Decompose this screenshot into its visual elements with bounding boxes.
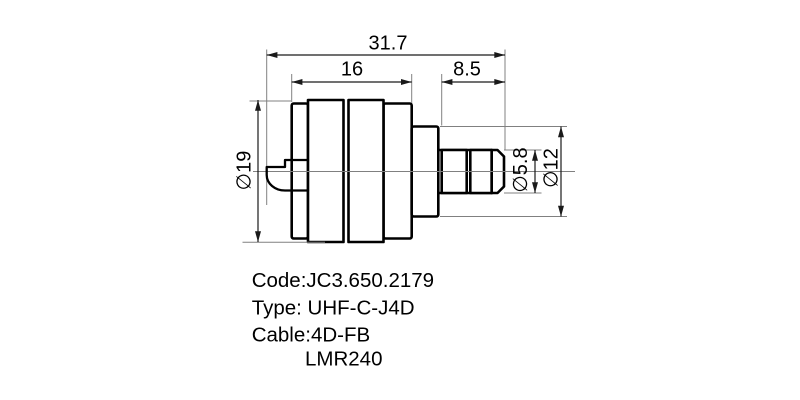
dimension-body-diameter: ∅19 <box>234 100 261 242</box>
dim-label-crimp-length: 8.5 <box>453 59 481 81</box>
note-code: Code:JC3.650.2179 <box>252 269 434 292</box>
dim-label-flange-diameter: ∅12 <box>541 148 563 188</box>
note-type: Type: UHF-C-J4D <box>252 297 415 320</box>
center-pin <box>265 158 310 192</box>
note-cable: Cable:4D-FB <box>252 324 371 347</box>
dim-label-body-diameter: ∅19 <box>234 151 256 191</box>
dim-label-body-length: 16 <box>341 59 363 81</box>
dimension-body-length: 16 <box>291 59 412 85</box>
dimension-crimp-diameter: ∅5.8 <box>510 147 538 193</box>
part-notes: Code:JC3.650.2179 Type: UHF-C-J4D Cable:… <box>252 269 434 371</box>
dimension-flange-diameter: ∅12 <box>541 126 564 217</box>
dim-label-crimp-diameter: ∅5.8 <box>510 147 532 192</box>
dimension-crimp-length: 8.5 <box>441 59 505 85</box>
dim-label-overall-length: 31.7 <box>369 33 408 55</box>
dimension-overall-length: 31.7 <box>266 33 505 58</box>
note-cable-alt: LMR240 <box>305 348 383 371</box>
